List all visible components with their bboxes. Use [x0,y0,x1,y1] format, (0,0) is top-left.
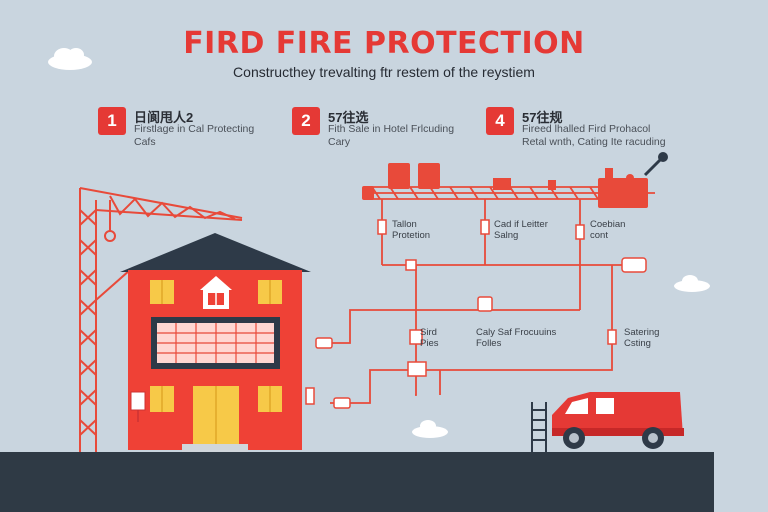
step-3-title: 57往规 [522,110,563,125]
cloud-icon [412,420,448,438]
step-3-badge: 4 [486,107,514,135]
label-c-line2: cont [590,230,608,241]
label-c: Coebian cont [590,219,625,241]
label-d: Sird Pies [420,327,438,349]
step-1-desc-line2: Cafs [134,136,156,148]
label-e: Caly Saf Frocuuins Folles [476,327,556,349]
label-e-line1: Caly Saf Frocuuins [476,327,557,338]
label-f-line2: Csting [624,338,651,349]
label-b: Cad if Leitter Salng [494,219,548,241]
cloud-icon [674,275,710,292]
label-f: Satering Csting [624,327,659,349]
label-d-line1: Sird [420,327,437,338]
page-title: FIRD FIRE PROTECTION [183,26,585,61]
sprinkler-icon [643,152,668,177]
step-1-badge: 1 [98,107,126,135]
label-b-line1: Cad if Leitter [494,219,548,230]
label-b-line2: Salng [494,230,519,241]
step-1-desc-line1: Firstlage in Cal Protecting [134,123,255,135]
label-c-line1: Coebian [590,219,626,230]
label-a-line2: Protetion [392,230,431,241]
step-2-desc: Fith Sale in Hotel Frlcuding Cary [328,123,454,149]
label-d-line2: Pies [420,338,439,349]
crane-icon [79,187,243,452]
step-2-desc-line2: Cary [328,136,351,148]
page-subtitle: Constructhey trevalting ftr restem of th… [233,64,535,80]
step-1-desc: Firstlage in Cal Protecting Cafs [134,123,254,149]
step-1-title: 日阆甩人2 [134,110,194,125]
step-3-desc-line1: Fireed lhalled Fird Prohacol [522,123,651,135]
step-2-title: 57往选 [328,110,369,125]
label-a-line1: Tallon [392,219,417,230]
step-2-badge: 2 [292,107,320,135]
label-e-line2: Folles [476,338,502,349]
step-3-desc: Fireed lhalled Fird Prohacol Retal wnth,… [522,123,666,149]
cloud-icon [48,48,92,70]
building-icon [120,233,311,452]
fire-truck-icon [552,392,684,449]
ladder-icon [531,402,547,452]
step-2-desc-line1: Fith Sale in Hotel Frlcuding [328,123,455,135]
label-f-line1: Satering [624,327,660,338]
step-3-desc-line2: Retal wnth, Cating Ite racuding [522,136,666,148]
ground [0,452,714,512]
valve-icon [362,163,648,208]
label-a: Tallon Protetion [392,219,430,241]
